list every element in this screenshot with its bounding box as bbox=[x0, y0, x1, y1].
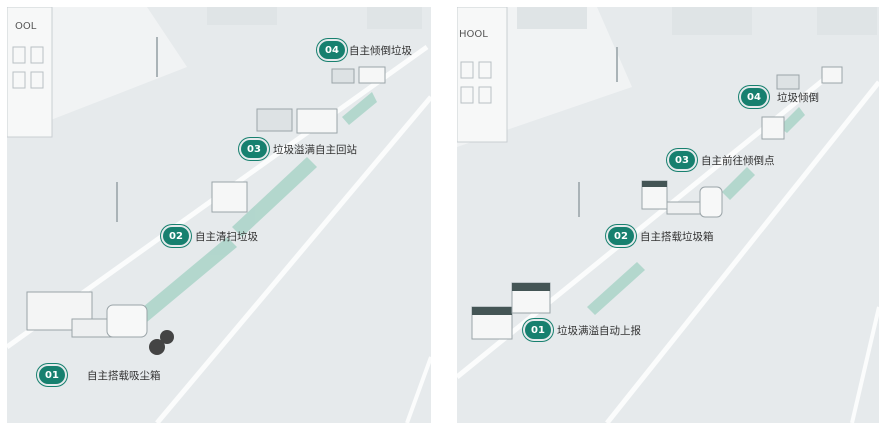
lane-line bbox=[405, 356, 431, 423]
school-building bbox=[457, 7, 508, 143]
progress-arrows bbox=[587, 107, 805, 315]
step-label: 自主搭载吸尘箱 bbox=[87, 369, 161, 382]
step-number-badge: 04 bbox=[741, 88, 767, 106]
step-03: 03 垃圾溢满自主回站 bbox=[241, 140, 357, 158]
building bbox=[817, 7, 877, 35]
vehicle-with-bin-02 bbox=[641, 180, 723, 218]
step-label: 垃圾溢满自主回站 bbox=[273, 143, 357, 156]
step-02: 02 自主清扫垃圾 bbox=[163, 227, 258, 245]
building bbox=[672, 7, 752, 35]
lane-line bbox=[850, 306, 879, 423]
step-label: 垃圾满溢自动上报 bbox=[557, 324, 641, 337]
step-label: 自主搭载垃圾箱 bbox=[640, 230, 714, 243]
step-02: 02 自主搭载垃圾箱 bbox=[608, 227, 714, 245]
left-scene-panel: OOL 01 自主搭载吸尘箱 02 自主清扫垃圾 03 垃圾溢满自主回站 bbox=[7, 7, 431, 423]
step-number-badge: 03 bbox=[241, 140, 267, 158]
sweeper-vehicle-03 bbox=[256, 108, 338, 134]
sweeper-vehicle-02 bbox=[211, 181, 248, 213]
step-number-badge: 02 bbox=[163, 227, 189, 245]
building bbox=[517, 7, 587, 29]
lane-line bbox=[155, 95, 431, 423]
step-number-badge: 03 bbox=[669, 151, 695, 169]
step-04: 04 垃圾倾倒 bbox=[741, 88, 819, 106]
step-01: 01 垃圾满溢自动上报 bbox=[525, 321, 641, 339]
step-number-badge: 02 bbox=[608, 227, 634, 245]
step-label: 垃圾倾倒 bbox=[777, 91, 819, 104]
step-number-badge: 01 bbox=[39, 366, 65, 384]
step-04: 04 自主倾倒垃圾 bbox=[319, 41, 412, 59]
left-scene-illustration: OOL bbox=[7, 7, 431, 423]
step-number-badge: 04 bbox=[319, 41, 345, 59]
building bbox=[207, 7, 277, 25]
step-number-badge: 01 bbox=[525, 321, 551, 339]
vehicle-03 bbox=[761, 116, 785, 140]
vehicle-04 bbox=[776, 66, 843, 90]
garbage-bins-01 bbox=[471, 282, 551, 340]
lane-line bbox=[605, 80, 879, 423]
school-sign: HOOL bbox=[459, 29, 488, 40]
step-01: 01 自主搭载吸尘箱 bbox=[39, 366, 161, 384]
building bbox=[367, 7, 422, 29]
school-sign: OOL bbox=[15, 21, 37, 32]
step-label: 自主清扫垃圾 bbox=[195, 230, 258, 243]
sweeper-vehicle-04 bbox=[331, 66, 386, 84]
step-label: 自主前往倾倒点 bbox=[701, 154, 775, 167]
progress-arrows bbox=[137, 92, 377, 322]
step-03: 03 自主前往倾倒点 bbox=[669, 151, 775, 169]
right-scene-panel: HOOL 01 垃圾满溢自动上报 02 自主搭载垃圾箱 bbox=[457, 7, 879, 423]
step-label: 自主倾倒垃圾 bbox=[349, 44, 412, 57]
sweeper-vehicle-01 bbox=[26, 291, 174, 355]
right-scene-illustration: HOOL bbox=[457, 7, 879, 423]
